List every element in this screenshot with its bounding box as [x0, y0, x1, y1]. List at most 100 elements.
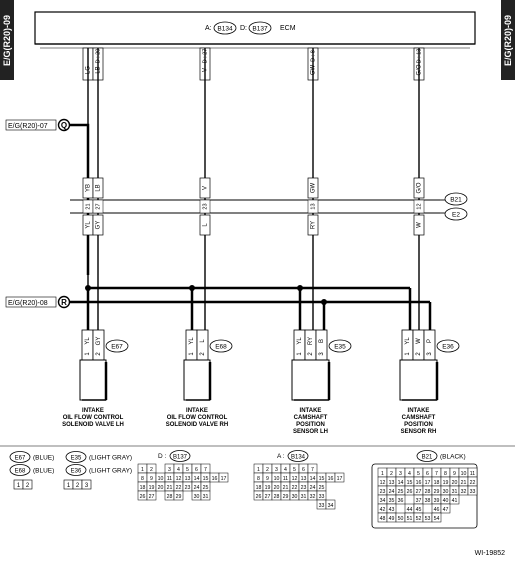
legend-b21-grid-pin: 52	[416, 516, 422, 522]
component-name-line: SENSOR RH	[401, 429, 437, 435]
legend-b21-grid-pin: 16	[416, 480, 422, 486]
legend-b21-grid-pin: 1	[381, 471, 384, 477]
ref-q: E/G(R20)-07 Q	[5, 118, 71, 132]
legend-a-grid-cell	[325, 499, 336, 510]
harness-upper-color: GW	[311, 183, 317, 194]
legend-e67-oval	[9, 451, 31, 463]
harness-upper-tab	[413, 177, 425, 199]
component-pin-color: L	[200, 339, 206, 343]
harness-lower-color: RY	[311, 221, 317, 229]
legend-b21-grid-pin: 45	[416, 507, 422, 513]
legend-b21-grid-pin: 13	[389, 480, 395, 486]
legend-b21-grid-pin: 37	[416, 498, 422, 504]
harness-upper-color: LB	[96, 184, 102, 191]
legend-a-grid-pin: 7	[311, 467, 314, 473]
component-body	[291, 359, 330, 401]
legend-a-grid-pin: 33	[319, 494, 325, 500]
component-name-line: CAMSHAFT	[294, 415, 328, 421]
ref-q-mark: Q	[61, 121, 67, 130]
legend-a-grid-pin: 32	[310, 494, 316, 500]
ecm-title: ECM	[280, 25, 296, 32]
legend-b21-grid-pin: 15	[407, 480, 413, 486]
component-pin-number: 3	[319, 352, 325, 356]
component-pin-color: P	[427, 339, 433, 343]
legend-d-grid-cell	[173, 490, 184, 501]
legend-b21-grid-pin: 22	[470, 480, 476, 486]
legend-d-grid-pin: 27	[149, 494, 155, 500]
harness-lower-color: L	[203, 223, 209, 227]
bus-q-nodes	[85, 285, 303, 291]
component-name-line: INTAKE	[82, 408, 104, 414]
legend-b21-grid-pin: 46	[434, 507, 440, 513]
b21-label: B21	[450, 197, 462, 204]
legend-d-grid-pin: 30	[194, 494, 200, 500]
legend-a-grid-pin: 13	[301, 476, 307, 482]
ecm-conn-d: B137	[252, 26, 268, 33]
ref-r-label: E/G(R20)-08	[8, 300, 48, 307]
legend-b21-grid-pin: 39	[434, 498, 440, 504]
legend-a-grid-pin: 14	[310, 476, 316, 482]
legend-b21-grid-pin: 29	[434, 489, 440, 495]
harness-lower-color: GY	[96, 221, 102, 230]
legend-b21-grid-pin: 18	[434, 480, 440, 486]
legend-two-pin-cell	[22, 479, 33, 490]
legend-d-grid-pin: 21	[167, 485, 173, 491]
legend-e68-oval	[9, 464, 31, 476]
legend-a-grid-pin: 29	[283, 494, 289, 500]
legend-a-grid-pin: 1	[257, 467, 260, 473]
legend-b21-grid-pin: 6	[426, 471, 429, 477]
legend-d-grid-pin: 9	[150, 476, 153, 482]
legend-a-grid-pin: 12	[292, 476, 298, 482]
component-pin-number: 2	[200, 352, 206, 356]
legend-two-pin-label: 2	[26, 483, 30, 489]
harness-pin-number: 13	[311, 203, 317, 209]
legend-b21-grid-pin: 25	[398, 489, 404, 495]
component-name-line: INTAKE	[408, 408, 430, 414]
legend-b21-grid-pin: 8	[444, 471, 447, 477]
harness-pin-number: 12	[417, 203, 423, 209]
harness-pin-tab	[92, 199, 104, 214]
component-body	[183, 359, 211, 401]
harness-pin-tab	[307, 199, 319, 214]
legend-b21-color: (BLACK)	[440, 454, 466, 461]
bus-r-nodes	[321, 299, 327, 305]
harness-lower-tab	[307, 214, 319, 236]
legend-a-grid-pin: 19	[265, 485, 271, 491]
legend-d-grid-pin: 26	[140, 494, 146, 500]
legend-a-grid-pin: 10	[274, 476, 280, 482]
component-name-line: OIL FLOW CONTROL	[63, 415, 124, 421]
component-e35: YL1RY2B3E35INTAKECAMSHAFTPOSITIONSENSOR …	[291, 329, 352, 435]
component-conn-oval	[209, 339, 233, 353]
legend-b21-grid-pin: 19	[443, 480, 449, 486]
component-pin-number: 1	[297, 352, 303, 356]
legend-a-grid-pin: 8	[257, 476, 260, 482]
component-conn-oval	[436, 339, 460, 353]
legend-e67-color: (BLUE)	[33, 455, 54, 462]
bus-q-wires	[86, 286, 412, 330]
component-name-line: INTAKE	[300, 408, 322, 414]
harness-upper-tab	[199, 177, 211, 199]
harness-upper-tab	[307, 177, 319, 199]
legend-d-grid-pin: 3	[168, 467, 171, 473]
legend-b21-grid-pin: 44	[407, 507, 413, 513]
legend-d-grid-cell	[146, 490, 157, 501]
legend-a-grid-pin: 21	[283, 485, 289, 491]
legend-a-grid-pin: 20	[274, 485, 280, 491]
ecm-label-a: A:	[205, 25, 212, 32]
legend-d-conn-oval	[169, 450, 191, 462]
component-name-line: SOLENOID VALVE LH	[62, 422, 124, 428]
legend-a-grid-pin: 33	[319, 503, 325, 509]
legend-e35-color: (LIGHT GRAY)	[89, 455, 132, 462]
legend-a-grid-pin: 31	[301, 494, 307, 500]
bus-r	[70, 300, 432, 330]
legend-a-grid-pin: 30	[292, 494, 298, 500]
legend-two-pin-label: 1	[17, 483, 21, 489]
legend-d-grid-pin: 22	[176, 485, 182, 491]
legend-b21-grid-pin: 53	[425, 516, 431, 522]
legend-b21-grid-pin: 20	[452, 480, 458, 486]
